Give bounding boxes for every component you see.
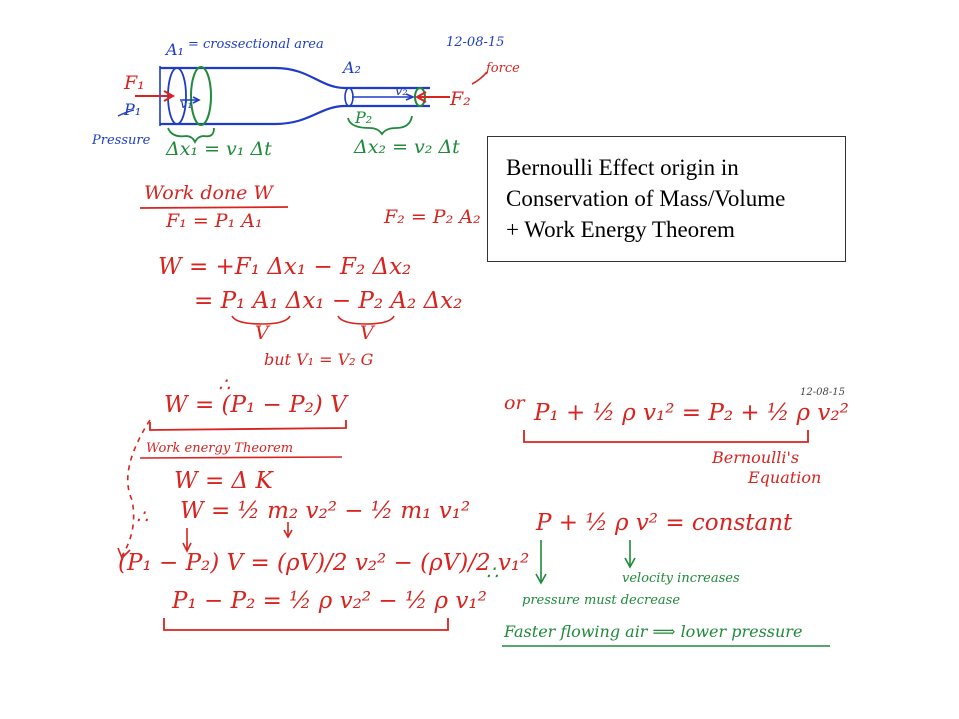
work-line-1: W = +F₁ Δx₁ − F₂ Δx₂ <box>158 254 412 280</box>
dashed-curve-arrow <box>121 419 151 557</box>
force-arrow-right-head <box>414 91 427 103</box>
cross-section-note: = crossectional area <box>188 37 324 52</box>
force-note-pointer <box>471 71 488 85</box>
label-A1: A₁ <box>166 40 184 59</box>
pipe-top-wall <box>160 66 430 90</box>
work-energy-heading: Work energy Theorem <box>146 441 294 456</box>
pv-equation: (P₁ − P₂) V = (ρV)/2 v₂² − (ρV)/2 v₁² <box>118 550 530 576</box>
pressure-pointer <box>117 109 135 117</box>
summary-text-box: Bernoulli Effect origin in Conservation … <box>487 136 846 262</box>
force-note: force <box>486 61 520 76</box>
small-arrow-m-head <box>283 529 293 539</box>
v-bracket-1 <box>231 315 291 325</box>
force-1-equation: F₁ = P₁ A₁ <box>166 210 263 232</box>
v-bracket-2 <box>337 315 395 325</box>
label-v2: v₂ <box>395 84 408 99</box>
label-P1: P₁ <box>124 100 142 119</box>
therefore-2: ∴ <box>136 506 149 528</box>
label-P2: P₂ <box>355 108 373 127</box>
summary-line-3: + Work Energy Theorem <box>506 217 735 242</box>
bernoulli-equation: P₁ + ½ ρ v₁² = P₂ + ½ ρ v₂² <box>534 400 849 426</box>
w-result-underline <box>149 420 347 431</box>
volume-under-2: V <box>360 322 374 344</box>
velocity-note: velocity increases <box>622 571 740 586</box>
cross-section-ellipse-1-green <box>190 66 212 126</box>
work-delta-k: W = Δ K <box>174 468 273 494</box>
conclusion: Faster flowing air ⟹ lower pressure <box>504 622 803 641</box>
label-F2: F₂ <box>450 88 471 110</box>
velocity-note-arrow-head <box>624 557 636 569</box>
velocity-arrow-2-head <box>405 93 416 101</box>
velocity-arrow-1-head <box>192 96 201 104</box>
force-arrow-left-head <box>163 90 176 102</box>
brace-dx1 <box>167 127 215 145</box>
label-F1: F₁ <box>124 72 145 94</box>
work-result: W = (P₁ − P₂) V <box>164 392 347 418</box>
work-heading-underline <box>139 206 289 209</box>
work-line-2: = P₁ A₁ Δx₁ − P₂ A₂ Δx₂ <box>194 288 463 314</box>
small-arrow-w-head <box>182 542 192 553</box>
pressure-note: Pressure <box>92 133 151 148</box>
or-label: or <box>504 392 525 414</box>
therefore-3: ∴ <box>486 562 499 584</box>
force-2-equation: F₂ = P₂ A₂ <box>384 206 481 228</box>
bernoulli-label-2: Equation <box>748 468 822 487</box>
work-kinetic: W = ½ m₂ v₂² − ½ m₁ v₁² <box>180 498 471 524</box>
pipe-bottom-wall <box>160 104 430 126</box>
summary-line-2: Conservation of Mass/Volume <box>506 186 786 211</box>
pressure-arrow-head <box>535 573 547 585</box>
work-heading: Work done W <box>144 182 273 204</box>
volume-under-1: V <box>255 322 269 344</box>
dx1-equation: Δx₁ = v₁ Δt <box>166 138 272 160</box>
final-equation: P₁ − P₂ = ½ ρ v₂² − ½ ρ v₁² <box>172 588 487 614</box>
dx2-equation: Δx₂ = v₂ Δt <box>354 136 460 158</box>
wet-heading-underline <box>139 456 343 459</box>
summary-line-1: Bernoulli Effect origin in <box>506 155 739 180</box>
final-eq-bracket <box>163 618 449 631</box>
corner-mark: 12-08-15 <box>800 387 845 398</box>
label-v1: v₁ <box>180 97 193 112</box>
constant-equation: P + ½ ρ v² = constant <box>536 510 793 536</box>
cross-section-ellipse-2-blue <box>344 87 354 107</box>
brace-dx2 <box>347 115 413 136</box>
bernoulli-label-1: Bernoulli's <box>712 448 800 467</box>
pressure-decrease-note: pressure must decrease <box>522 593 681 608</box>
label-A2: A₂ <box>343 58 361 77</box>
dashed-curve-arrow-head <box>117 547 131 560</box>
but-line: but V₁ = V₂ G <box>264 350 374 369</box>
bernoulli-bracket <box>523 430 809 443</box>
therefore-1: ∴ <box>218 374 231 396</box>
date-label: 12-08-15 <box>446 35 505 50</box>
